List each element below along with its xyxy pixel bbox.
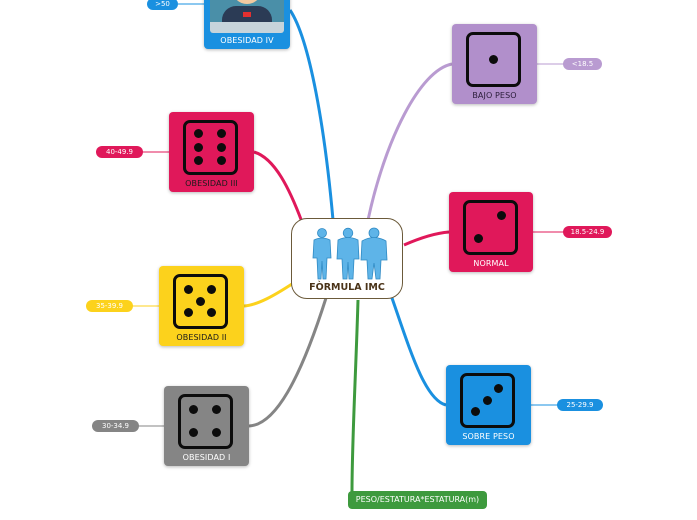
die-six-icon [183,120,238,175]
central-topic[interactable]: FÒRMULA IMC [291,218,403,299]
node-obesidad-ii[interactable]: OBESIDAD II [159,266,244,346]
node-sobre-peso-label: SOBRE PESO [462,432,515,441]
range-obesidad-iv[interactable]: >50 [147,0,178,10]
die-five-icon [173,274,228,329]
link-obesidad-iv [288,9,335,221]
node-sobre-peso[interactable]: SOBRE PESO [446,365,531,445]
range-sobre-peso[interactable]: 25-29.9 [557,399,603,411]
die-one-icon [466,32,521,87]
link-formula [350,299,360,493]
central-topic-title: FÒRMULA IMC [309,282,385,293]
link-obesidad-iii [253,150,304,223]
node-normal[interactable]: NORMAL [449,192,533,272]
node-obesidad-i[interactable]: OBESIDAD I [164,386,249,466]
link-sobre-peso [390,297,447,407]
node-obesidad-iii-label: OBESIDAD III [185,179,238,188]
node-normal-label: NORMAL [473,259,509,268]
link-bajo-peso [366,62,453,221]
range-obesidad-i[interactable]: 30-34.9 [92,420,139,432]
node-obesidad-iv[interactable]: OBESIDAD IV [204,0,290,49]
range-normal[interactable]: 18.5-24.9 [563,226,612,238]
node-obesidad-ii-label: OBESIDAD II [176,333,227,342]
die-four-icon [178,394,233,449]
node-bajo-peso[interactable]: BAJO PESO [452,24,537,104]
node-obesidad-iii[interactable]: OBESIDAD III [169,112,254,192]
link-normal [403,230,450,247]
node-bajo-peso-label: BAJO PESO [472,91,517,100]
die-three-icon [460,373,515,428]
formula-node[interactable]: PESO/ESTATURA*ESTATURA(m) [348,491,487,509]
link-obesidad-ii [243,282,293,308]
link-obesidad-i [248,297,328,428]
three-silhouettes-icon [312,227,388,280]
die-two-icon [463,200,518,255]
node-obesidad-iv-label: OBESIDAD IV [220,36,274,45]
range-obesidad-ii[interactable]: 35-39.9 [86,300,133,312]
range-obesidad-iii[interactable]: 40-49.9 [96,146,143,158]
node-obesidad-i-label: OBESIDAD I [182,453,231,462]
person-avatar-icon [210,0,284,33]
range-bajo-peso[interactable]: <18.5 [563,58,602,70]
